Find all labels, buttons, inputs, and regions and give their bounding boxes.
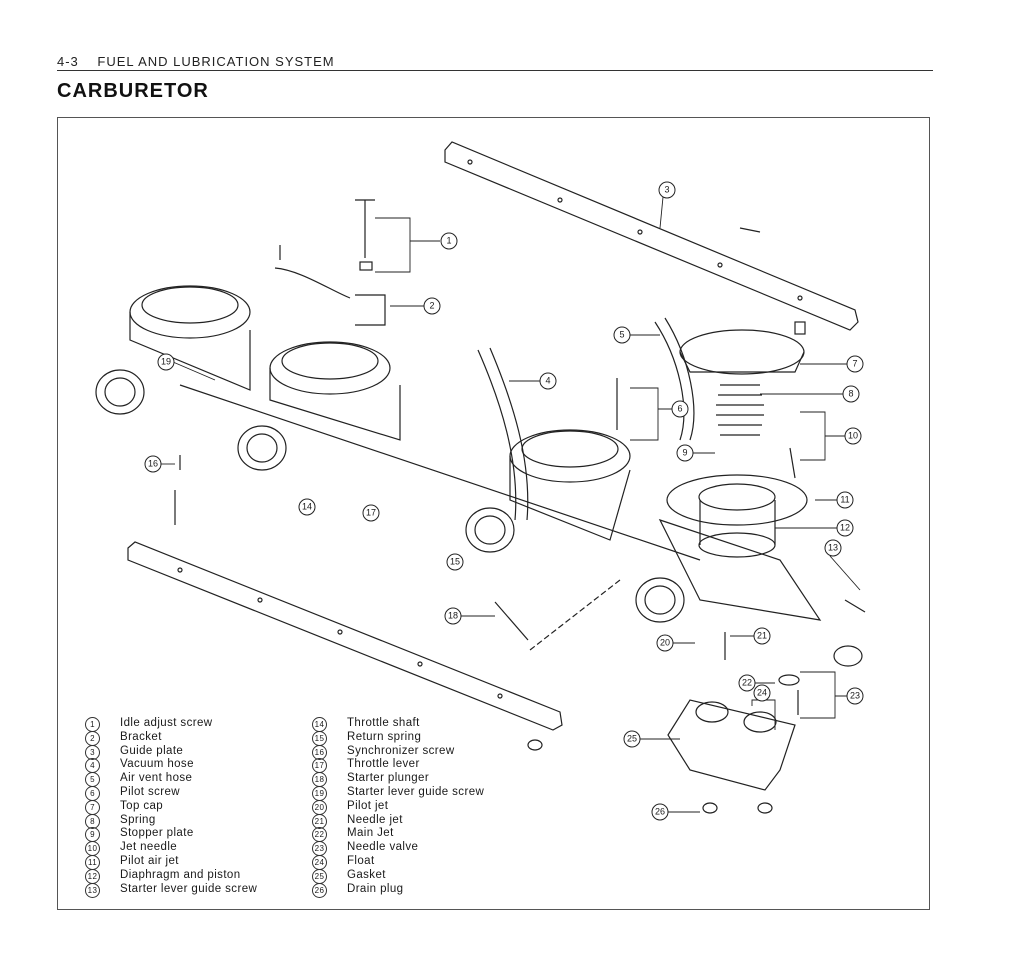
callout-5: 5 xyxy=(613,326,631,344)
small-parts xyxy=(174,199,866,814)
legend-label: Vacuum hose xyxy=(120,758,194,771)
legend-number: 19 xyxy=(312,786,327,801)
legend-label: Guide plate xyxy=(120,744,184,757)
legend-label: Throttle shaft xyxy=(347,717,420,729)
legend-label: Synchronizer screw xyxy=(347,744,455,757)
callout-25: 25 xyxy=(623,730,641,748)
legend-label: Return spring xyxy=(347,730,422,743)
legend-number: 3 xyxy=(85,744,100,760)
legend-label: Top cap xyxy=(120,799,164,812)
legend-label: Starter lever guide screw xyxy=(347,786,485,798)
legend-label: Gasket xyxy=(347,868,386,881)
callout-23: 23 xyxy=(846,687,864,705)
page-title: CARBURETOR xyxy=(57,80,209,102)
legend-number: 2 xyxy=(85,730,100,746)
diagram-frame xyxy=(57,117,930,910)
callout-20: 20 xyxy=(656,634,674,652)
legend-label: Bracket xyxy=(120,730,162,743)
legend-label: Jet needle xyxy=(120,841,178,854)
legend-number: 25 xyxy=(312,868,327,884)
leader-lines xyxy=(161,196,861,813)
legend-number: 14 xyxy=(312,717,327,732)
legend-label: Starter plunger xyxy=(347,772,430,785)
legend-number: 12 xyxy=(85,868,100,884)
legend-label: Spring xyxy=(120,813,156,826)
carburetor-bodies xyxy=(95,285,822,623)
callout-11: 11 xyxy=(836,491,854,509)
legend-label: Pilot jet xyxy=(347,799,389,812)
callout-16: 16 xyxy=(144,455,162,473)
legend-number: 26 xyxy=(312,882,327,898)
guide-plate-bottom xyxy=(127,541,563,731)
legend-number: 13 xyxy=(85,882,100,898)
callout-17: 17 xyxy=(362,504,380,522)
callout-22: 22 xyxy=(738,674,756,692)
legend-label: Idle adjust screw xyxy=(120,717,213,729)
section-title: FUEL AND LUBRICATION SYSTEM xyxy=(97,54,335,69)
page-number: 4-3 xyxy=(57,54,79,69)
callout-24: 24 xyxy=(753,684,771,702)
air-vent-hose xyxy=(654,317,695,441)
legend-number: 15 xyxy=(312,730,327,746)
callout-8: 8 xyxy=(842,385,860,403)
callout-14: 14 xyxy=(298,498,316,516)
legend-label: Air vent hose xyxy=(120,772,193,785)
callout-13: 13 xyxy=(824,539,842,557)
callout-1: 1 xyxy=(440,232,458,250)
legend-label: Float xyxy=(347,855,375,867)
legend-label: Pilot air jet xyxy=(120,855,179,867)
legend-label: Diaphragm and piston xyxy=(120,868,241,881)
callout-12: 12 xyxy=(836,519,854,537)
callout-18: 18 xyxy=(444,607,462,625)
throttle-shaft xyxy=(179,384,701,561)
legend-label: Throttle lever xyxy=(347,758,420,771)
callout-2: 2 xyxy=(423,297,441,315)
callout-9: 9 xyxy=(676,444,694,462)
callout-26: 26 xyxy=(651,803,669,821)
callout-6: 6 xyxy=(671,400,689,418)
legend-label: Stopper plate xyxy=(120,827,194,840)
callout-10: 10 xyxy=(844,427,862,445)
legend-label: Main Jet xyxy=(347,827,394,840)
legend-number: 6 xyxy=(85,786,100,801)
callout-19: 19 xyxy=(157,353,175,371)
header-rule xyxy=(57,70,933,71)
legend-label: Needle valve xyxy=(347,841,419,854)
callout-21: 21 xyxy=(753,627,771,645)
page-header: 4-3 FUEL AND LUBRICATION SYSTEM xyxy=(57,54,335,69)
callout-7: 7 xyxy=(846,355,864,373)
float-bowl xyxy=(667,699,796,791)
legend-number: 11 xyxy=(85,855,100,870)
legend-number: 1 xyxy=(85,717,100,732)
guide-plate-top xyxy=(444,141,859,331)
vacuum-hose xyxy=(477,347,529,521)
legend-label: Pilot screw xyxy=(120,786,180,798)
legend-number: 16 xyxy=(312,744,327,760)
legend-number: 7 xyxy=(85,799,100,815)
legend-number: 24 xyxy=(312,855,327,870)
callout-3: 3 xyxy=(658,181,676,199)
legend-label: Starter lever guide screw xyxy=(120,882,258,895)
legend-label: Needle jet xyxy=(347,813,403,826)
callout-15: 15 xyxy=(446,553,464,571)
legend-number: 21 xyxy=(312,813,327,829)
legend-number: 8 xyxy=(85,813,100,829)
callout-4: 4 xyxy=(539,372,557,390)
legend-number: 20 xyxy=(312,799,327,815)
legend-label: Drain plug xyxy=(347,882,404,895)
top-cap-assembly xyxy=(666,329,808,558)
